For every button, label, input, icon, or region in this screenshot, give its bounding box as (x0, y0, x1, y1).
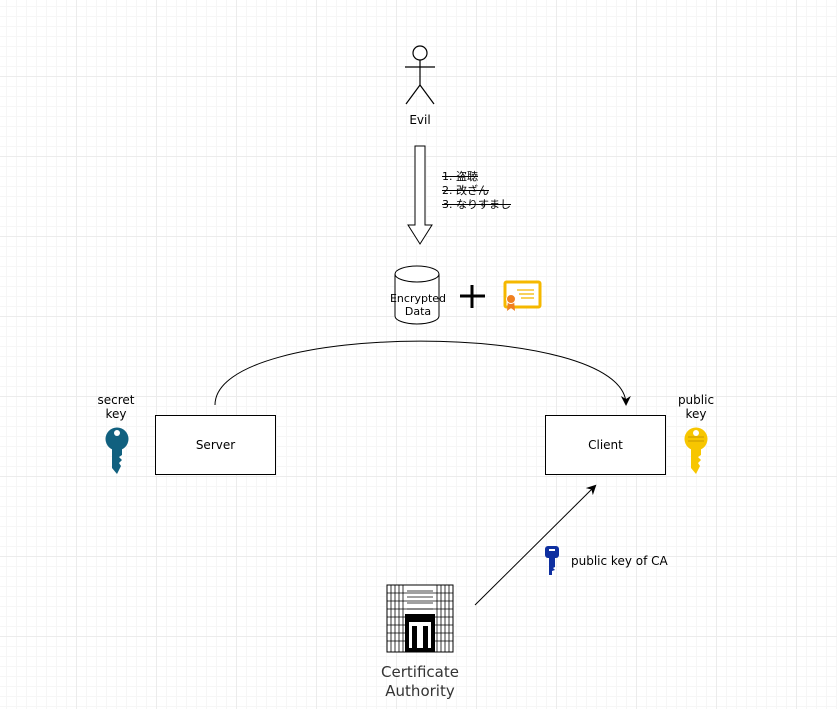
ca-to-client-arrow (474, 484, 597, 606)
secret-key-icon[interactable] (105, 427, 129, 475)
threat-list: 1. 盗聴 2. 改ざん 3. なりすまし (442, 170, 511, 212)
server-node[interactable]: Server (155, 415, 276, 475)
attack-arrow (407, 145, 433, 245)
plus-icon (460, 285, 485, 308)
certificate-icon[interactable] (503, 280, 542, 311)
encrypted-data-line1: Encrypted (389, 292, 447, 305)
ca-label-line1: Certificate (381, 663, 459, 681)
public-key-label: public key (671, 393, 721, 421)
secret-key-label: secret key (91, 393, 141, 421)
server-label: Server (195, 438, 236, 452)
secret-key-label-line2: key (105, 407, 127, 421)
encrypted-data-label: Encrypted Data (386, 292, 450, 318)
threat-item: 2. 改ざん (442, 184, 489, 197)
ca-public-key-icon[interactable] (545, 546, 559, 575)
client-node[interactable]: Client (545, 415, 666, 475)
ca-public-key-label: public key of CA (571, 554, 668, 568)
public-key-label-line1: public (677, 393, 715, 407)
ca-label-line2: Authority (385, 682, 455, 700)
public-key-label-line2: key (685, 407, 707, 421)
server-to-client-arrow (214, 340, 631, 406)
evil-label: Evil (409, 113, 431, 127)
building-icon[interactable] (386, 584, 454, 653)
database-icon[interactable] (394, 265, 440, 325)
encrypted-data-line2: Data (404, 305, 432, 318)
threat-item: 3. なりすまし (442, 198, 511, 211)
certificate-authority-label: Certificate Authority (370, 663, 470, 701)
client-label: Client (588, 438, 623, 452)
evil-actor-icon[interactable] (405, 45, 435, 105)
public-key-icon[interactable] (684, 427, 708, 475)
secret-key-label-line1: secret (97, 393, 135, 407)
threat-item: 1. 盗聴 (442, 170, 478, 183)
